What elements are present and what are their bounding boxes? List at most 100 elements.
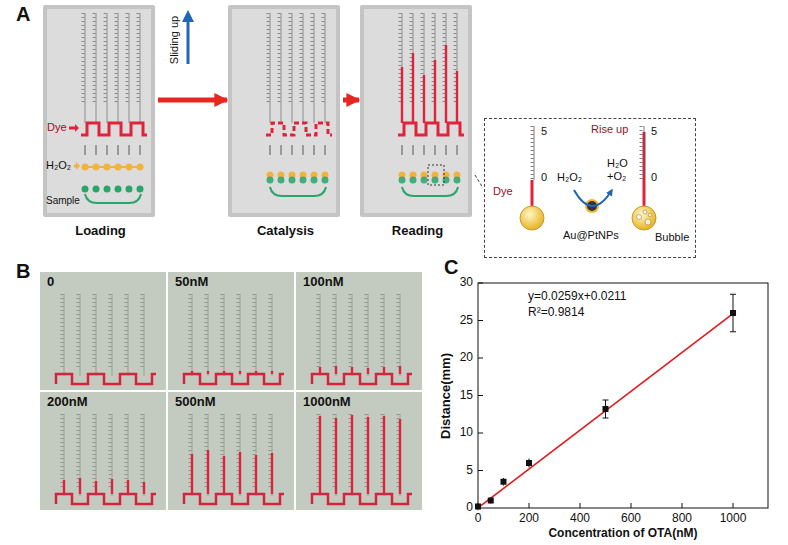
photo-tiles-art-part-part xyxy=(143,482,145,494)
photo-tiles-art-part xyxy=(168,272,294,390)
action-label: Sliding up xyxy=(168,16,181,64)
calibration-chart-part-part xyxy=(478,358,483,359)
chip-stage: DyeH₂O₂SampleLoading xyxy=(43,5,158,245)
chip-stage: Catalysis xyxy=(228,5,343,245)
inset-art-part xyxy=(574,190,612,206)
photo-tiles-art-part-part xyxy=(351,415,353,494)
loading-chip-art-part-part xyxy=(104,186,111,193)
tick-label: 30 xyxy=(413,276,473,290)
tick-label: 20 xyxy=(413,351,473,365)
photo-tiles-art-part-part xyxy=(207,371,209,374)
photo-tiles-art-part-part xyxy=(319,367,321,374)
inset-art-part xyxy=(637,210,652,225)
photo-tiles-art-part-part xyxy=(191,371,193,374)
calibration-chart-part-part xyxy=(682,503,683,508)
photo-tiles-art-part-part xyxy=(79,478,81,494)
tick-label: 25 xyxy=(413,314,473,328)
photo-tile: 1000nM xyxy=(296,392,422,510)
reading-chip-art-part-part xyxy=(423,75,425,123)
tick-label: 5 xyxy=(413,464,473,478)
tick-label: 1000 xyxy=(633,512,788,526)
zoom-inset: 50DyeRise up50H₂O₂H₂O +O₂Au@PtNPsBubble xyxy=(484,118,696,258)
photo-tiles-art-part-part xyxy=(271,453,273,494)
loading-chip-art-part xyxy=(82,164,144,171)
photo-tiles-art-part xyxy=(296,272,422,390)
catalysis-chip-art-part xyxy=(228,5,340,217)
loading-chip-art-part-part xyxy=(126,164,133,171)
fit-equation: R²=0.9814 xyxy=(528,306,584,320)
loading-chip-art-part-part xyxy=(104,164,111,171)
loading-chip-art-part-part xyxy=(93,164,100,171)
reading-chip-art-part xyxy=(428,165,444,185)
tick-label: 15 xyxy=(413,389,473,403)
node-text: Dye xyxy=(493,185,513,198)
tick-label: 10 xyxy=(413,426,473,440)
node-text: 0 xyxy=(651,171,657,184)
node-text: Dye xyxy=(47,121,67,134)
node-text: Au@PtNPs xyxy=(563,229,619,242)
sliding-arrow-part xyxy=(182,10,194,22)
reading-chip-art-part-part xyxy=(412,53,414,123)
inset-art-part xyxy=(644,126,645,180)
photo-tiles-art-part-part xyxy=(399,419,401,494)
calibration-chart-part-part xyxy=(730,294,736,295)
loading-chip-art-part xyxy=(74,162,80,170)
photo-tiles-art-part-part xyxy=(319,416,321,494)
node-text: 5 xyxy=(651,125,657,138)
photo-tile: 500nM xyxy=(168,392,294,510)
photo-tile: 100nM xyxy=(296,272,422,390)
photo-tiles-art-part-part xyxy=(383,367,385,374)
photo-tiles-art-part-part xyxy=(296,392,422,510)
inset-art-part xyxy=(534,126,535,180)
calibration-chart-part-part xyxy=(488,498,494,504)
photo-tiles-art-part xyxy=(40,272,166,390)
photo-tiles-art-part-part xyxy=(111,479,113,494)
axis-title: Concentration of OTA(nM) xyxy=(523,527,723,541)
photo-tiles-art-part-part xyxy=(255,455,257,494)
loading-chip-art-part xyxy=(82,186,144,193)
inset-art-part-part xyxy=(648,213,652,217)
loading-chip-art-part-part xyxy=(82,164,89,171)
calibration-chart-part xyxy=(478,283,733,508)
calibration-chart-part-part xyxy=(526,460,532,466)
inset-art-part-part xyxy=(643,210,647,214)
photo-tile: 50nM xyxy=(168,272,294,390)
zoom-line xyxy=(475,175,483,188)
node-text: 1000nM xyxy=(301,395,353,410)
photo-tiles-art-part-part xyxy=(399,366,401,374)
catalysis-chip-art-part xyxy=(267,172,329,197)
calibration-chart-part-part xyxy=(603,400,609,401)
inset-art-part xyxy=(531,180,534,208)
photo-tiles-art-part-part xyxy=(95,481,97,494)
reading-chip-art-part xyxy=(402,145,457,155)
node-text: 100nM xyxy=(301,275,345,290)
inset-art-part xyxy=(640,126,643,180)
photo-tiles-art-part-part xyxy=(255,371,257,374)
node-text: Sample xyxy=(46,195,80,207)
calibration-chart-part-part xyxy=(529,503,530,508)
reading-chip-art-part xyxy=(399,172,461,197)
loading-chip-art-part-part xyxy=(115,164,122,171)
node-text: Rise up xyxy=(591,123,628,136)
calibration-chart-part-part xyxy=(603,418,609,419)
inset-art xyxy=(520,126,656,230)
reading-chip-art-part xyxy=(401,45,458,123)
photo-tiles-art-part-part xyxy=(168,272,294,390)
tick-label: 0 xyxy=(378,512,578,526)
photo-tiles-art-part-part xyxy=(335,418,337,494)
tick-label: 0 xyxy=(413,501,473,515)
photo-tiles-art-part-part xyxy=(383,416,385,494)
inset-art-part xyxy=(632,206,656,230)
reading-chip-art-part-part xyxy=(434,60,436,123)
calibration-chart-part-part xyxy=(580,503,581,508)
node-text: 0 xyxy=(45,275,56,290)
axis-title: Distance(mm) xyxy=(439,353,454,439)
photo-tiles-art-part-part xyxy=(239,452,241,494)
photo-tiles-art-part-part xyxy=(127,480,129,494)
photo-tiles-art-part-part xyxy=(296,272,422,390)
loading-chip-art-part-part xyxy=(126,186,133,193)
loading-chip-art-part-part xyxy=(137,186,144,193)
calibration-chart-part-part xyxy=(730,310,736,316)
